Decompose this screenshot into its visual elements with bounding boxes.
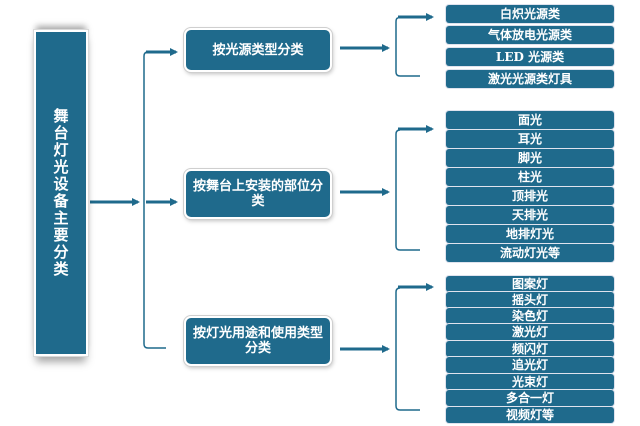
leaf-node: 光束灯 xyxy=(446,374,614,390)
category-label: 按光源类型分类 xyxy=(212,42,304,58)
leaf-node: 脚光 xyxy=(446,149,614,167)
leaf-node: 耳光 xyxy=(446,130,614,148)
category-label: 按舞台上安装的部位分类 xyxy=(192,179,323,209)
root-node: 舞台灯光设备主要分类 xyxy=(34,30,88,356)
leaf-node: 频闪灯 xyxy=(446,341,614,357)
leaf-node: 柱光 xyxy=(446,168,614,186)
category-node-usage-type: 按灯光用途和使用类型分类 xyxy=(184,316,332,366)
leaf-node: 白炽光源类 xyxy=(446,5,614,23)
leaf-node: 激光光源类灯具 xyxy=(446,70,614,88)
leaf-node: 顶排光 xyxy=(446,187,614,205)
leaf-node: 染色灯 xyxy=(446,308,614,324)
leaf-node: LED 光源类 xyxy=(446,48,614,66)
leaf-node: 天排光 xyxy=(446,206,614,224)
root-bracket xyxy=(143,51,176,349)
leaf-node: 流动灯光等 xyxy=(446,244,614,262)
leaf-node: 激光灯 xyxy=(446,324,614,340)
leaf-node: 图案灯 xyxy=(446,276,614,292)
category-node-install-position: 按舞台上安装的部位分类 xyxy=(184,169,332,219)
leaf-node: 气体放电光源类 xyxy=(446,26,614,44)
category-label: 按灯光用途和使用类型分类 xyxy=(192,326,323,356)
leaf-node: 摇头灯 xyxy=(446,292,614,308)
category-node-light-source: 按光源类型分类 xyxy=(184,28,332,72)
leaf-node: 地排灯光 xyxy=(446,225,614,243)
group3-bracket xyxy=(395,287,420,411)
leaf-node: 追光灯 xyxy=(446,357,614,373)
leaf-node: 面光 xyxy=(446,111,614,129)
root-label: 舞台灯光设备主要分类 xyxy=(51,108,70,278)
group1-bracket xyxy=(395,17,420,77)
leaf-node: 视频灯等 xyxy=(446,407,614,423)
leaf-node: 多合一灯 xyxy=(446,390,614,406)
group2-bracket xyxy=(395,129,420,251)
